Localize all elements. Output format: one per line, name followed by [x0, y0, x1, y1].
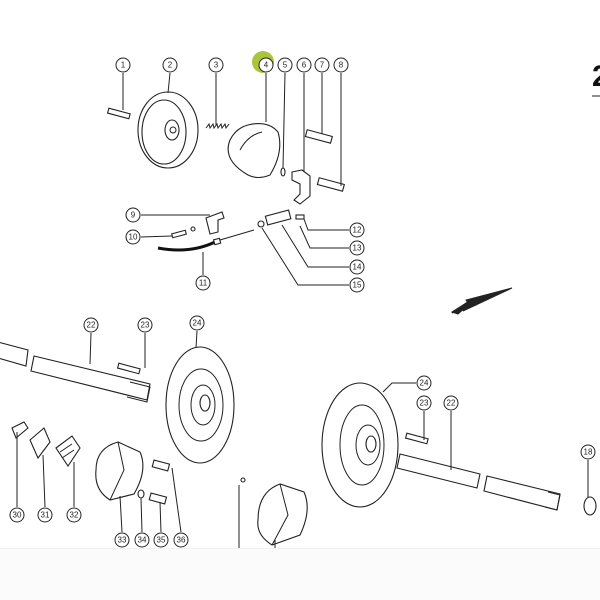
svg-text:9: 9 [131, 211, 136, 220]
callout-11[interactable]: 11 [195, 275, 211, 291]
footer-strip [0, 548, 600, 600]
svg-text:4: 4 [264, 61, 269, 70]
callout-23-left[interactable]: 23 [137, 317, 153, 333]
clevis-14 [264, 209, 292, 226]
clip-30 [11, 421, 29, 439]
svg-text:1: 1 [121, 61, 126, 70]
washer-34 [137, 489, 145, 499]
svg-text:36: 36 [177, 536, 186, 545]
svg-text:22: 22 [447, 399, 456, 408]
cable-11 [157, 229, 255, 252]
svg-text:35: 35 [157, 536, 166, 545]
brake-shoe-4 [227, 123, 281, 179]
bolt-right [240, 477, 246, 483]
direction-arrow-icon [450, 287, 513, 315]
washer-5 [280, 167, 286, 177]
callout-14[interactable]: 14 [349, 259, 365, 275]
callout-6[interactable]: 6 [296, 57, 312, 73]
svg-text:12: 12 [353, 226, 362, 235]
pin-8 [316, 177, 346, 192]
svg-text:6: 6 [302, 61, 307, 70]
callout-31[interactable]: 31 [37, 507, 53, 523]
pin-1 [106, 107, 131, 120]
nut-15 [257, 220, 265, 228]
bolt-35 [148, 492, 168, 505]
callout-24-right[interactable]: 24 [416, 375, 432, 391]
svg-text:24: 24 [193, 319, 202, 328]
callout-24-left[interactable]: 24 [189, 315, 205, 331]
callout-3[interactable]: 3 [208, 57, 224, 73]
caliper-right [257, 483, 308, 546]
callout-12[interactable]: 12 [349, 222, 365, 238]
callout-15[interactable]: 15 [349, 277, 365, 293]
callout-2[interactable]: 2 [162, 57, 178, 73]
callout-35[interactable]: 35 [153, 532, 169, 548]
callout-9[interactable]: 9 [125, 207, 141, 223]
bolt-10 [171, 226, 196, 239]
brake-pad-32 [55, 435, 81, 467]
svg-text:2: 2 [168, 61, 173, 70]
callout-34[interactable]: 34 [134, 532, 150, 548]
shaft-22-right [396, 453, 561, 511]
bracket-9 [205, 211, 225, 235]
brake-disc-24-right [321, 382, 399, 508]
svg-text:11: 11 [199, 279, 208, 288]
callout-22-left[interactable]: 22 [83, 317, 99, 333]
circlip-18 [583, 496, 597, 516]
svg-text:34: 34 [138, 536, 147, 545]
shaft-22-left [0, 341, 151, 403]
callout-8[interactable]: 8 [333, 57, 349, 73]
svg-text:24: 24 [420, 379, 429, 388]
callout-4-highlighted[interactable]: 4 [252, 51, 274, 73]
svg-text:22: 22 [87, 321, 96, 330]
svg-text:31: 31 [41, 511, 50, 520]
svg-text:13: 13 [353, 244, 362, 253]
svg-text:23: 23 [420, 399, 429, 408]
callout-18[interactable]: 18 [580, 444, 596, 460]
lever-6 [291, 169, 311, 205]
caliper-33 [95, 441, 144, 501]
svg-text:8: 8 [339, 61, 344, 70]
bolt-36 [151, 459, 171, 472]
pin-7 [304, 129, 334, 144]
pin-12 [295, 214, 305, 220]
callout-1[interactable]: 1 [115, 57, 131, 73]
brake-drum-2 [137, 91, 199, 169]
svg-text:23: 23 [141, 321, 150, 330]
callout-33[interactable]: 33 [114, 532, 130, 548]
svg-text:18: 18 [584, 448, 593, 457]
callout-5[interactable]: 5 [277, 57, 293, 73]
svg-text:3: 3 [214, 61, 219, 70]
callout-30[interactable]: 30 [9, 507, 25, 523]
callout-36[interactable]: 36 [173, 532, 189, 548]
svg-text:7: 7 [320, 61, 325, 70]
shim-31 [29, 427, 51, 460]
callout-13[interactable]: 13 [349, 240, 365, 256]
key-23-right [404, 432, 429, 445]
svg-text:10: 10 [129, 233, 138, 242]
callout-22-right[interactable]: 22 [443, 395, 459, 411]
spring-3 [205, 122, 230, 130]
callout-7[interactable]: 7 [314, 57, 330, 73]
callout-32[interactable]: 32 [66, 507, 82, 523]
svg-text:14: 14 [353, 263, 362, 272]
svg-text:5: 5 [283, 61, 288, 70]
callout-10[interactable]: 10 [125, 229, 141, 245]
page-number: 2 [592, 60, 600, 93]
svg-text:15: 15 [353, 281, 362, 290]
key-23-left [116, 362, 141, 375]
leader-lines [16, 72, 589, 548]
brake-disc-24-left [165, 346, 235, 464]
svg-text:30: 30 [13, 511, 22, 520]
svg-text:32: 32 [70, 511, 79, 520]
callout-23-right[interactable]: 23 [416, 395, 432, 411]
svg-text:33: 33 [118, 536, 127, 545]
